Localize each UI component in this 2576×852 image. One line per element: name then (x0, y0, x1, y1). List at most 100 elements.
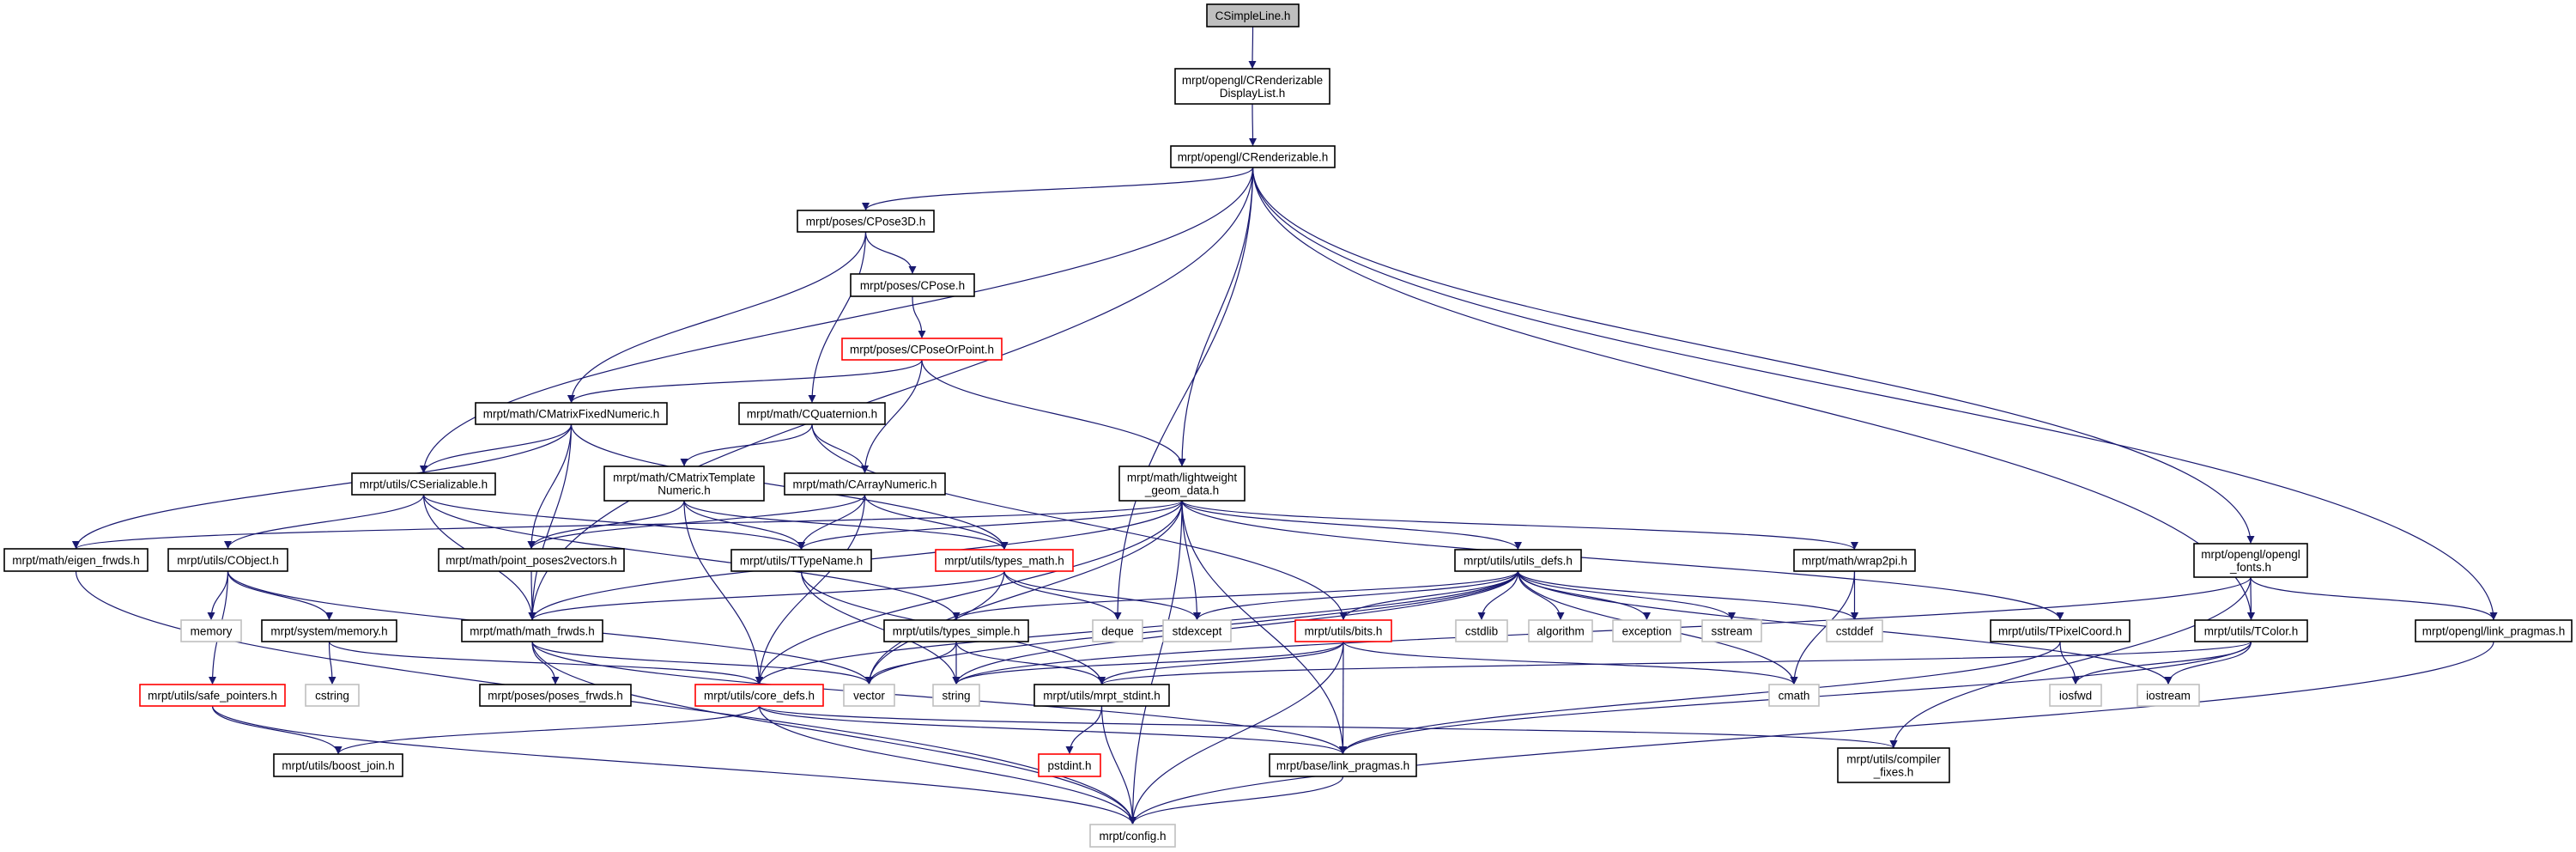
edge-carraynum-to-pp2v (527, 494, 866, 550)
node-cobject[interactable]: mrpt/utils/CObject.h (167, 548, 288, 572)
node-label: mrpt/config.h (1099, 830, 1166, 843)
node-box (797, 210, 935, 233)
node-typesmath[interactable]: mrpt/utils/types_math.h (935, 549, 1074, 572)
node-label: mrpt/math/lightweight (1127, 472, 1238, 484)
node-cmatfixed[interactable]: mrpt/math/CMatrixFixedNumeric.h (475, 402, 668, 425)
node-posesfrwds[interactable]: mrpt/poses/poses_frwds.h (479, 684, 632, 707)
node-pp2v[interactable]: mrpt/math/point_poses2vectors.h (438, 548, 625, 572)
node-iostream[interactable]: iostream (2137, 684, 2200, 707)
node-vector[interactable]: vector (843, 684, 895, 707)
edge-csimpleline-to-crenddl (1248, 26, 1257, 70)
node-typessimple[interactable]: mrpt/utils/types_simple.h (883, 619, 1029, 642)
node-box (2193, 543, 2308, 578)
node-glfonts[interactable]: mrpt/opengl/opengl_fonts.h (2193, 543, 2308, 578)
node-cposeorpoint[interactable]: mrpt/poses/CPoseOrPoint.h (841, 338, 1003, 361)
edge-lwgeom-to-ttypename (797, 500, 1183, 551)
edge-safeptr-to-config (211, 705, 1136, 825)
edge-cpose-to-cposeorpoint (912, 295, 926, 339)
node-box (1089, 824, 1176, 848)
node-config[interactable]: mrpt/config.h (1089, 824, 1176, 848)
node-coredefs[interactable]: mrpt/utils/core_defs.h (694, 684, 824, 707)
edge-cmatfixed-to-mathfrwds (528, 423, 573, 621)
edge-lwgeom-to-baselinkpr (1181, 500, 1347, 755)
edge-carraynum-to-typesmath (864, 494, 1009, 551)
node-label: mrpt/utils/safe_pointers.h (148, 690, 277, 703)
node-box (1793, 549, 1916, 572)
node-mrptstdint[interactable]: mrpt/utils/mrpt_stdint.h (1033, 684, 1170, 707)
node-safeptr[interactable]: mrpt/utils/safe_pointers.h (139, 684, 286, 707)
node-label: mrpt/math/wrap2pi.h (1802, 555, 1907, 568)
node-box (438, 548, 625, 572)
node-box (1294, 619, 1392, 642)
node-cquat[interactable]: mrpt/math/CQuaternion.h (738, 402, 886, 425)
node-cstring[interactable]: cstring (305, 684, 360, 707)
edge-tcolor-to-iostream (2164, 641, 2252, 685)
node-wrap2pi[interactable]: mrpt/math/wrap2pi.h (1793, 549, 1916, 572)
node-sstream[interactable]: sstream (1701, 619, 1762, 642)
node-iosfwd[interactable]: iosfwd (2049, 684, 2102, 707)
edge-lwgeom-to-tpixel (1181, 500, 2064, 621)
node-string[interactable]: string (932, 684, 980, 707)
node-label: algorithm (1537, 625, 1585, 638)
node-eigenfrwds[interactable]: mrpt/math/eigen_frwds.h (3, 548, 148, 572)
node-mathfrwds[interactable]: mrpt/math/math_frwds.h (461, 619, 603, 642)
node-sysmemory[interactable]: mrpt/system/memory.h (261, 619, 397, 642)
node-bits[interactable]: mrpt/utils/bits.h (1294, 619, 1392, 642)
node-box (2137, 684, 2200, 707)
node-crend[interactable]: mrpt/opengl/CRenderizable.h (1170, 145, 1336, 168)
node-box (479, 684, 632, 707)
node-boostjoin[interactable]: mrpt/utils/boost_join.h (273, 753, 403, 777)
node-cpose3d[interactable]: mrpt/poses/CPose3D.h (797, 210, 935, 233)
edge-glfonts-to-gllinkpr (2250, 576, 2498, 621)
node-label: sstream (1711, 625, 1752, 638)
node-label: deque (1101, 625, 1134, 638)
node-compfixes[interactable]: mrpt/utils/compiler_fixes.h (1837, 747, 1950, 783)
node-box (1206, 3, 1300, 27)
node-cserial[interactable]: mrpt/utils/CSerializable.h (351, 472, 496, 496)
edge-lwgeom-to-wrap2pi (1181, 500, 1858, 551)
node-stdexcept[interactable]: stdexcept (1162, 619, 1232, 642)
node-label: mrpt/math/CMatrixTemplate (613, 472, 755, 484)
node-gllinkpr[interactable]: mrpt/opengl/link_pragmas.h (2415, 619, 2573, 642)
node-cmath[interactable]: cmath (1768, 684, 1820, 707)
node-cstddef[interactable]: cstddef (1826, 619, 1883, 642)
edge-bits-to-baselinkpr (1339, 641, 1348, 755)
node-tpixel[interactable]: mrpt/utils/TPixelCoord.h (1990, 619, 2131, 642)
node-csimpleline[interactable]: CSimpleLine.h (1206, 3, 1300, 27)
node-cstdlib[interactable]: cstdlib (1455, 619, 1508, 642)
edge-cposeorpoint-to-carraynum (861, 359, 923, 474)
node-ttypename[interactable]: mrpt/utils/TTypeName.h (730, 549, 872, 572)
edge-utilsdefs-to-sstream (1517, 570, 1736, 621)
node-label: mrpt/poses/CPoseOrPoint.h (850, 344, 994, 356)
edge-typesmath-to-mathfrwds (528, 570, 1005, 621)
node-tcolor[interactable]: mrpt/utils/TColor.h (2194, 619, 2308, 642)
node-deque[interactable]: deque (1092, 619, 1143, 642)
node-cpose[interactable]: mrpt/poses/CPose.h (850, 273, 975, 297)
edge-utilsdefs-to-typessimple (952, 570, 1519, 621)
edge-safeptr-to-boostjoin (211, 705, 342, 755)
node-exception[interactable]: exception (1612, 619, 1682, 642)
node-memory[interactable]: memory (180, 619, 242, 642)
node-label: mrpt/math/CArrayNumeric.h (792, 478, 936, 491)
edge-cquat-to-bits (811, 423, 1348, 621)
node-label: mrpt/utils/TColor.h (2204, 625, 2299, 638)
node-label: _fonts.h (2229, 561, 2271, 574)
edge-crend-to-lwgeom (1178, 167, 1254, 467)
edge-crend-to-gllinkpr (1252, 167, 2498, 621)
node-box (305, 684, 360, 707)
node-box (351, 472, 496, 496)
node-label: mrpt/math/math_frwds.h (470, 625, 595, 638)
node-pstdint[interactable]: pstdint.h (1038, 753, 1101, 777)
edge-coredefs-to-boostjoin (334, 705, 761, 755)
edge-bits-to-config (1129, 641, 1344, 825)
node-carraynum[interactable]: mrpt/math/CArrayNumeric.h (784, 472, 946, 496)
edge-bits-to-mrptstdint (1098, 641, 1344, 685)
node-utilsdefs[interactable]: mrpt/utils/utils_defs.h (1454, 549, 1582, 572)
node-baselinkpr[interactable]: mrpt/base/link_pragmas.h (1269, 753, 1417, 777)
edge-coredefs-to-compfixes (758, 705, 1898, 749)
node-lwgeom[interactable]: mrpt/math/lightweight_geom_data.h (1118, 466, 1246, 502)
node-algorithm[interactable]: algorithm (1528, 619, 1593, 642)
